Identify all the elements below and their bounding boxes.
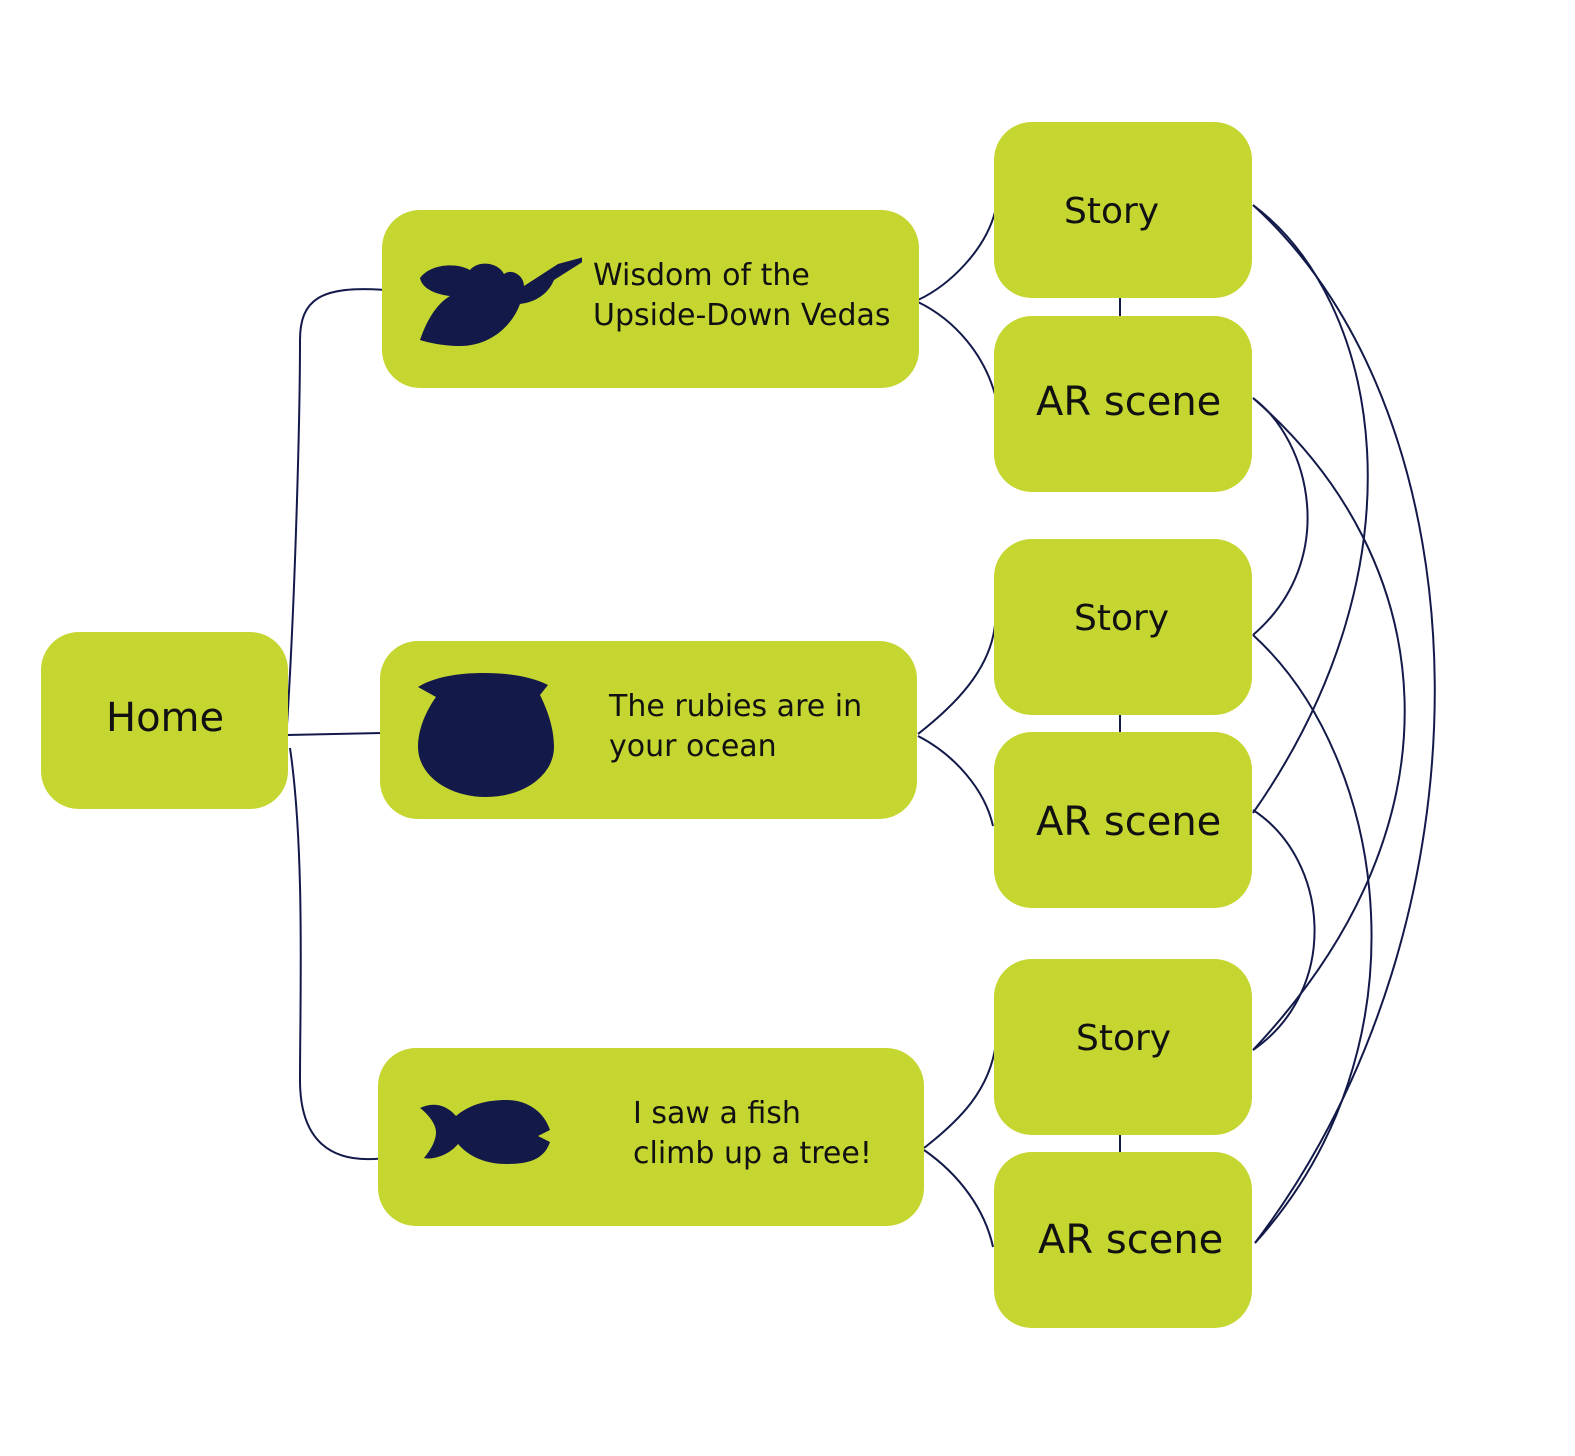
connector-book-3-ar xyxy=(923,1149,994,1248)
book-2-title-line-1: The rubies are in xyxy=(609,689,863,724)
home-label: Home xyxy=(106,695,225,741)
story-node-2[interactable]: Story xyxy=(994,539,1252,715)
connector-story2-ar3 xyxy=(1252,634,1373,1244)
book-1-title-line-2: Upside-Down Vedas xyxy=(593,298,891,333)
connector-home-book-1 xyxy=(286,288,386,726)
book-1-title: Wisdom of the Upside-Down Vedas xyxy=(593,256,891,336)
connector-story1-ar2 xyxy=(1252,204,1369,814)
home-node[interactable]: Home xyxy=(41,632,288,809)
book-1-title-line-1: Wisdom of the xyxy=(593,258,810,293)
book-3-title: I saw a fish climb up a tree! xyxy=(633,1094,872,1174)
connector-home-book-2 xyxy=(286,732,383,736)
fish-icon xyxy=(420,1100,550,1164)
connector-ar2-story3 xyxy=(1252,809,1316,1051)
connector-book-2-ar xyxy=(917,735,994,827)
connector-ar1-story2 xyxy=(1252,397,1309,636)
ar-scene-2-label: AR scene xyxy=(1036,799,1222,845)
story-1-label: Story xyxy=(1064,191,1160,232)
book-node-wisdom[interactable]: Wisdom of the Upside-Down Vedas xyxy=(382,210,919,388)
ar-scene-3-label: AR scene xyxy=(1038,1217,1224,1263)
connector-book-1-story xyxy=(917,211,996,301)
connector-story1-ar3 xyxy=(1252,204,1436,1244)
book-3-title-line-2: climb up a tree! xyxy=(633,1136,872,1171)
story-2-label: Story xyxy=(1074,598,1170,639)
book-node-fish[interactable]: I saw a fish climb up a tree! xyxy=(378,1048,924,1226)
book-2-title: The rubies are in your ocean xyxy=(609,687,862,767)
ar-scene-node-3[interactable]: AR scene xyxy=(994,1152,1252,1328)
book-3-title-line-1: I saw a fish xyxy=(633,1096,801,1131)
ar-scene-node-2[interactable]: AR scene xyxy=(994,732,1252,908)
book-2-title-line-2: your ocean xyxy=(609,729,777,764)
connector-home-book-3 xyxy=(289,747,386,1161)
story-node-3[interactable]: Story xyxy=(994,959,1252,1135)
connector-book-2-story xyxy=(917,624,996,735)
hummingbird-icon xyxy=(420,257,582,346)
connector-book-3-story xyxy=(923,1042,997,1149)
ar-scene-node-1[interactable]: AR scene xyxy=(994,316,1252,492)
pot-icon xyxy=(418,673,554,797)
connector-ar1-story3 xyxy=(1252,397,1406,1051)
ar-scene-1-label: AR scene xyxy=(1036,379,1222,425)
story-3-label: Story xyxy=(1076,1018,1172,1059)
connector-book-1-ar xyxy=(917,301,997,399)
book-node-rubies[interactable]: The rubies are in your ocean xyxy=(380,641,917,819)
story-node-1[interactable]: Story xyxy=(994,122,1252,298)
